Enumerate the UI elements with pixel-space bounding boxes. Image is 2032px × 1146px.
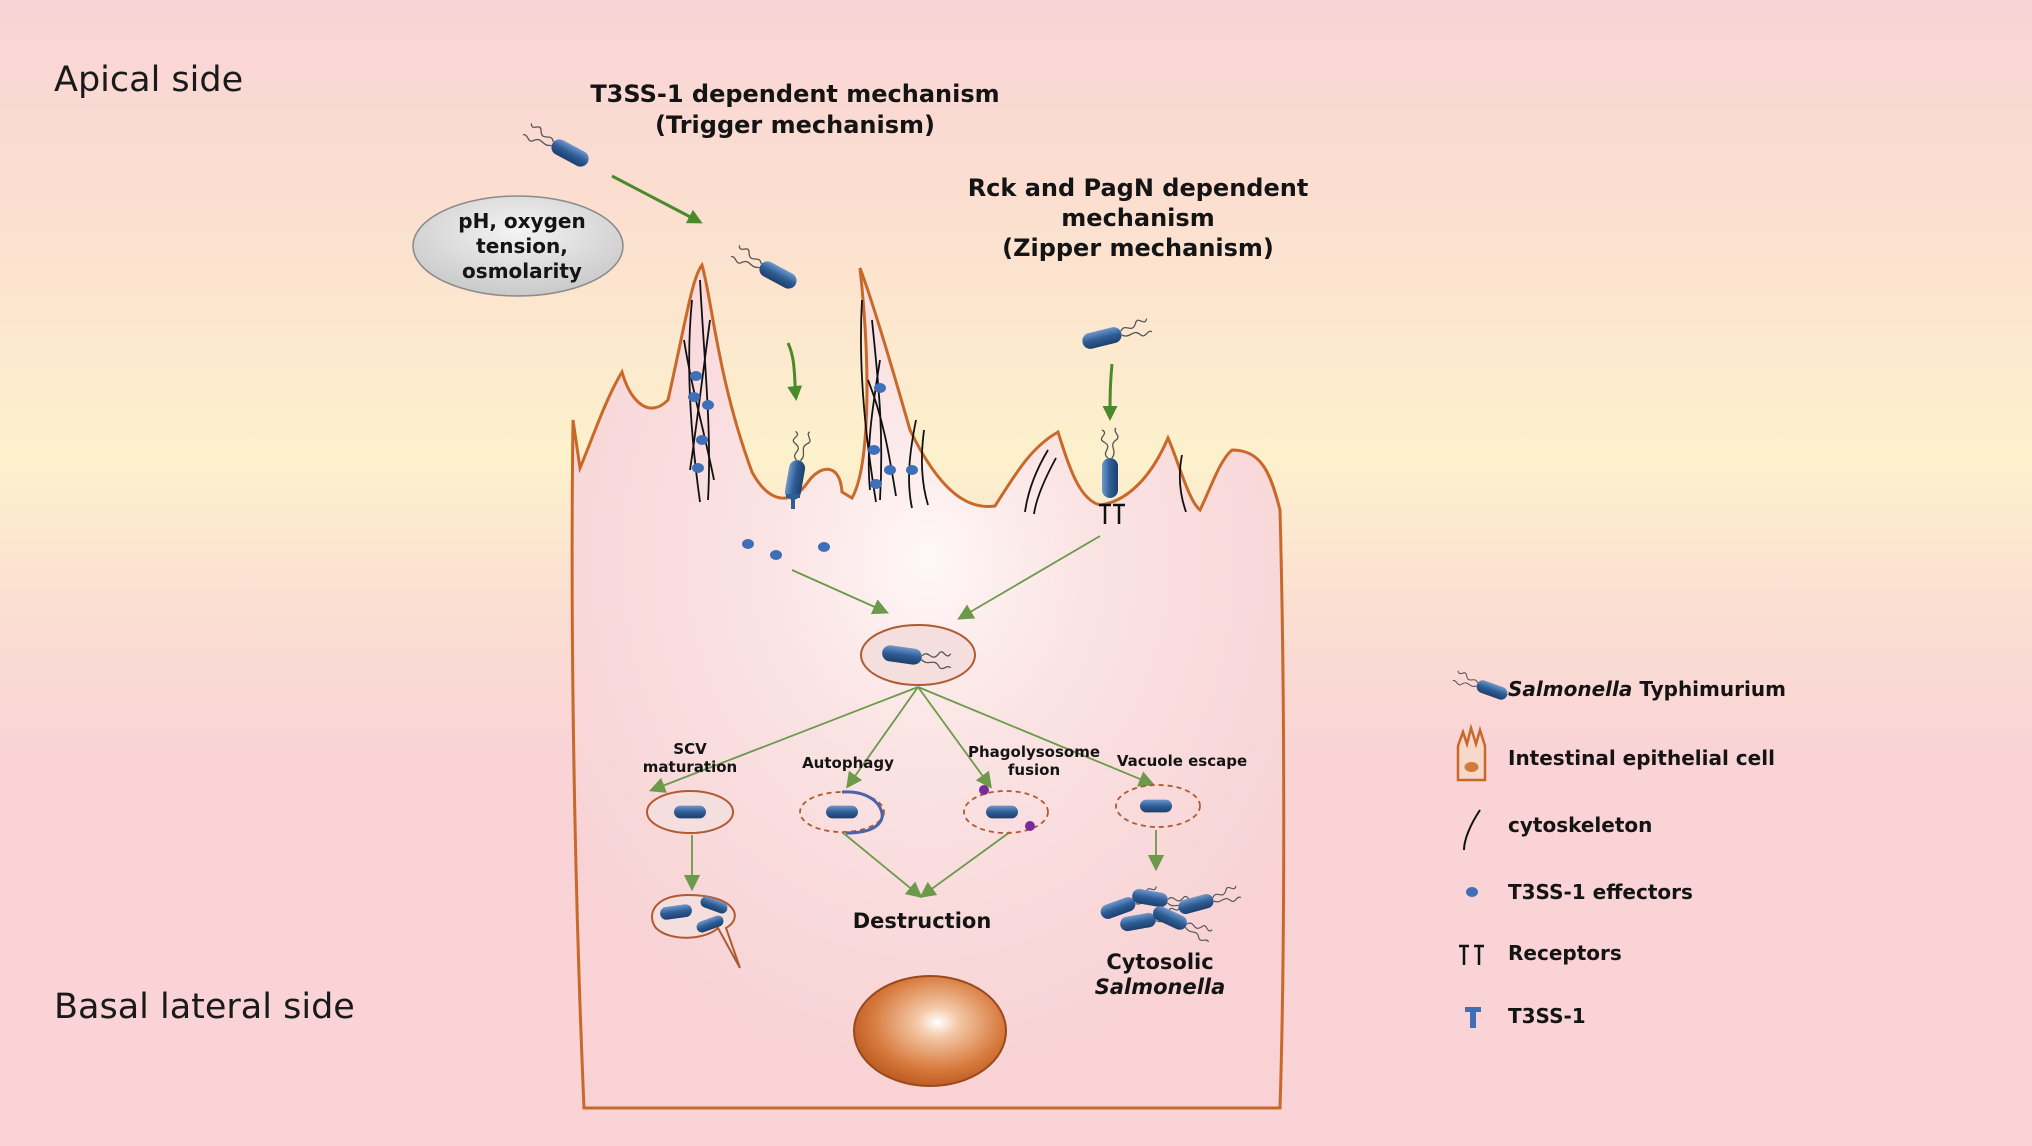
epithelial-cell-membrane — [570, 261, 1286, 1110]
basal-lateral-side-label: Basal lateral side — [54, 987, 355, 1027]
legend-cell-label: Intestinal epithelial cell — [1508, 746, 1775, 770]
legend-epithelial-cell-icon — [1456, 723, 1487, 782]
vacuole-escape-label: Vacuole escape — [1117, 752, 1247, 770]
legend-t3ss-label: T3SS-1 — [1508, 1004, 1586, 1028]
cytosolic-label-line1: Cytosolic — [1106, 950, 1213, 974]
escape-vacuole — [1115, 784, 1201, 828]
legend-cytoskeleton-label: cytoskeleton — [1508, 813, 1652, 837]
receptor-icon — [1099, 503, 1125, 524]
zipper-invasion-arrow — [1102, 363, 1118, 421]
effector-dots-cytoplasm — [742, 539, 830, 560]
legend-t3ss-icon — [1465, 1007, 1481, 1028]
legend-cytoskeleton-icon — [1463, 809, 1481, 851]
pathway-arrows — [648, 535, 1165, 899]
environment-label-line3: osmolarity — [462, 259, 582, 283]
autophagy-vacuole — [799, 790, 885, 835]
entry-arrows — [611, 174, 1118, 421]
trigger-entry-arrow — [611, 174, 703, 224]
environment-label-line2: tension, — [476, 234, 568, 258]
legend-effectors-label: T3SS-1 effectors — [1508, 880, 1693, 904]
legend-salmonella-label: Salmonella Typhimurium — [1508, 677, 1786, 701]
legend-receptors-label: Receptors — [1508, 941, 1622, 965]
trigger-invasion-arrow — [786, 342, 803, 401]
legend-effector-icon — [1466, 887, 1478, 897]
scv-label-line1: SCV — [673, 740, 707, 758]
legend-receptor-icon — [1459, 944, 1484, 965]
scv-vacuole — [646, 790, 734, 834]
phagolysosome-vacuole — [963, 785, 1049, 834]
nucleus — [853, 975, 1007, 1087]
zipper-mechanism-title-line1: Rck and PagN dependent — [968, 174, 1309, 202]
environment-conditions-oval: pH, oxygen tension, osmolarity — [412, 195, 624, 297]
destruction-label: Destruction — [853, 909, 992, 933]
environment-label-line1: pH, oxygen — [458, 209, 585, 233]
trigger-mechanism-title-line2: (Trigger mechanism) — [655, 111, 935, 139]
t3ss-needle-icon — [786, 494, 800, 509]
effector-dots-on-microvilli — [688, 371, 918, 489]
central-salmonella-containing-vacuole — [860, 624, 976, 686]
cytosolic-label-line2: Salmonella — [1095, 975, 1226, 999]
cytoskeleton-fibers — [683, 279, 1187, 515]
phagolysosome-label-line2: fusion — [1008, 761, 1060, 779]
legend: Salmonella Typhimurium Intestinal epithe… — [1451, 669, 1786, 1028]
scv-label-line2: maturation — [643, 758, 737, 776]
mature-scv-with-sif — [651, 893, 741, 969]
zipper-mechanism-title-line3: (Zipper mechanism) — [1002, 234, 1274, 262]
phagolysosome-label-line1: Phagolysosome — [968, 743, 1100, 761]
apical-side-label: Apical side — [54, 60, 243, 100]
lysosome-dot — [979, 785, 989, 795]
trigger-mechanism-title-line1: T3SS-1 dependent mechanism — [590, 80, 999, 108]
lysosome-dot — [1025, 821, 1035, 831]
zipper-mechanism-title-line2: mechanism — [1061, 204, 1214, 232]
autophagy-label: Autophagy — [802, 754, 894, 772]
